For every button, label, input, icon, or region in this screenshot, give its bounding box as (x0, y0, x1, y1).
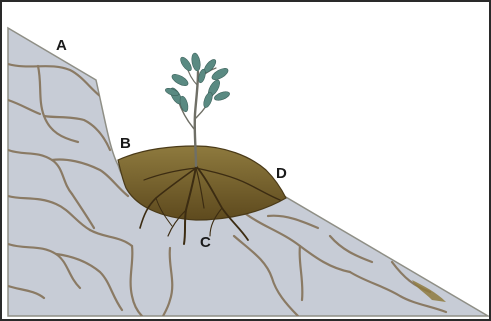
label-b: B (120, 135, 131, 152)
label-c: C (200, 234, 211, 251)
label-a: A (56, 37, 67, 54)
label-d: D (276, 165, 287, 182)
